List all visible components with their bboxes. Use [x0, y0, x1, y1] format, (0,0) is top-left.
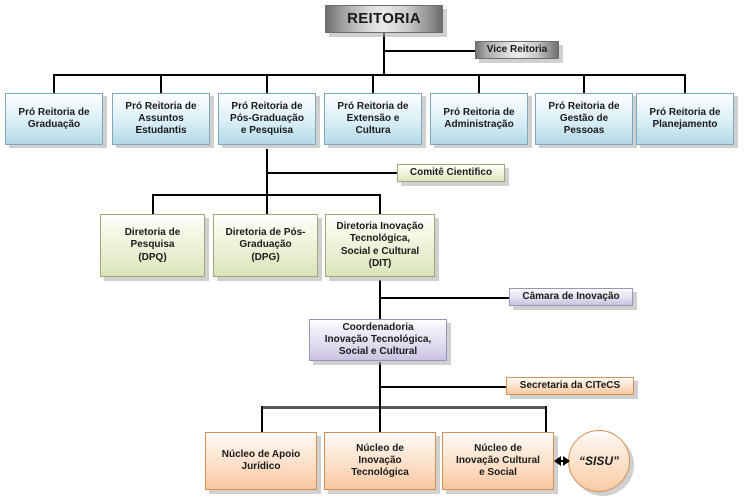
node-camara-inovacao-label: Câmara de Inovação	[522, 290, 620, 302]
node-vice-reitoria[interactable]: Vice Reitoria	[475, 41, 559, 59]
node-pro-reitoria-gestao-pessoas[interactable]: Pró Reitoria de Gestão de Pessoas	[535, 93, 633, 145]
node-comite-cientifico[interactable]: Comitê Cientifico	[397, 164, 505, 182]
connector-dit-camara	[379, 297, 509, 299]
connector-drop-2	[160, 74, 162, 95]
connector-posgrad-trunk	[266, 149, 268, 215]
connector-reitoria-vice	[383, 50, 475, 52]
arrow-head-left-icon	[554, 456, 561, 466]
node-diretoria-inovacao-tecnologica[interactable]: Diretoria Inovação Tecnológica, Social e…	[325, 214, 435, 277]
connector-nucleo-bus	[261, 406, 547, 409]
node-vice-reitoria-label: Vice Reitoria	[486, 43, 548, 55]
node-diretoria-inovacao-tecnologica-label: Diretoria Inovação Tecnológica, Social e…	[336, 221, 424, 269]
connector-diretoria-drop-1	[152, 194, 154, 215]
node-diretoria-pesquisa-label: Diretoria de Pesquisa (DPQ)	[124, 227, 181, 263]
connector-coordenadoria-trunk	[379, 362, 381, 434]
node-diretoria-pos-graduacao-label: Diretoria de Pós- Graduação (DPG)	[225, 227, 306, 263]
node-sisu[interactable]: “SISU”	[568, 430, 630, 492]
connector-drop-3	[266, 74, 268, 95]
node-nucleo-inovacao-tecnologica[interactable]: Núcleo de Inovação Tecnológica	[324, 432, 436, 490]
connector-dit-trunk	[379, 280, 381, 320]
node-pro-reitoria-gestao-pessoas-label: Pró Reitoria de Gestão de Pessoas	[548, 100, 620, 137]
node-nucleo-inovacao-tecnologica-label: Núcleo de Inovação Tecnológica	[351, 442, 409, 479]
node-pro-reitoria-assuntos-estudantis-label: Pró Reitoria de Assuntos Estudantis	[125, 100, 197, 137]
node-pro-reitoria-administracao[interactable]: Pró Reitoria de Administração	[430, 93, 528, 145]
node-pro-reitoria-graduacao[interactable]: Pró Reitoria de Graduação	[5, 93, 103, 145]
connector-diretoria-drop-3	[379, 194, 381, 215]
arrow-head-right-icon	[563, 456, 570, 466]
node-coordenadoria[interactable]: Coordenadoria Inovação Tecnológica, Soci…	[309, 319, 447, 361]
node-camara-inovacao[interactable]: Câmara de Inovação	[509, 288, 633, 306]
connector-nucleo-drop-3	[545, 406, 547, 434]
connector-drop-1	[53, 74, 55, 95]
node-secretaria-citecs-label: Secretaria da CITeCS	[519, 379, 621, 391]
node-secretaria-citecs[interactable]: Secretaria da CITeCS	[506, 377, 634, 395]
node-pro-reitoria-pos-graduacao-pesquisa-label: Pró Reitoria de Pós-Graduação e Pesquisa	[230, 100, 304, 137]
node-diretoria-pesquisa[interactable]: Diretoria de Pesquisa (DPQ)	[100, 214, 205, 277]
node-nucleo-apoio-juridico[interactable]: Núcleo de Apoio Jurídico	[205, 432, 317, 490]
node-pro-reitoria-graduacao-label: Pró Reitoria de Graduação	[18, 106, 90, 130]
connector-proreitoria-bus	[53, 74, 685, 76]
connector-coordenadoria-secretaria	[379, 386, 506, 388]
node-nucleo-inovacao-cultural-social-label: Núcleo de Inovação Cultural e Social	[456, 442, 540, 479]
node-pro-reitoria-planejamento-label: Pró Reitoria de Planejamento	[649, 106, 721, 130]
node-pro-reitoria-extensao-cultura-label: Pró Reitoria de Extensão e Cultura	[337, 100, 409, 137]
connector-nucleo-drop-1	[261, 406, 263, 434]
node-pro-reitoria-administracao-label: Pró Reitoria de Administração	[443, 106, 515, 130]
double-arrow-icon	[554, 456, 570, 466]
connector-posgrad-comite	[266, 172, 397, 174]
node-coordenadoria-label: Coordenadoria Inovação Tecnológica, Soci…	[324, 321, 432, 358]
connector-diretoria-bus	[152, 194, 381, 196]
connector-drop-5	[478, 74, 480, 95]
arrow-bar	[561, 460, 563, 462]
connector-nucleo-drop-2	[379, 406, 381, 434]
node-reitoria-label: REITORIA	[347, 9, 421, 27]
node-pro-reitoria-extensao-cultura[interactable]: Pró Reitoria de Extensão e Cultura	[324, 93, 422, 145]
node-reitoria[interactable]: REITORIA	[325, 5, 443, 33]
node-diretoria-pos-graduacao[interactable]: Diretoria de Pós- Graduação (DPG)	[213, 214, 318, 277]
node-nucleo-inovacao-cultural-social[interactable]: Núcleo de Inovação Cultural e Social	[442, 432, 554, 490]
connector-drop-4	[372, 74, 374, 95]
connector-drop-7	[684, 74, 686, 95]
node-pro-reitoria-planejamento[interactable]: Pró Reitoria de Planejamento	[636, 93, 734, 145]
node-pro-reitoria-pos-graduacao-pesquisa[interactable]: Pró Reitoria de Pós-Graduação e Pesquisa	[218, 93, 316, 145]
node-comite-cientifico-label: Comitê Cientifico	[409, 166, 493, 178]
connector-reitoria-trunk	[383, 33, 385, 75]
node-sisu-label: “SISU”	[578, 453, 619, 468]
connector-drop-6	[583, 74, 585, 95]
node-pro-reitoria-assuntos-estudantis[interactable]: Pró Reitoria de Assuntos Estudantis	[112, 93, 210, 145]
node-nucleo-apoio-juridico-label: Núcleo de Apoio Jurídico	[221, 448, 301, 472]
